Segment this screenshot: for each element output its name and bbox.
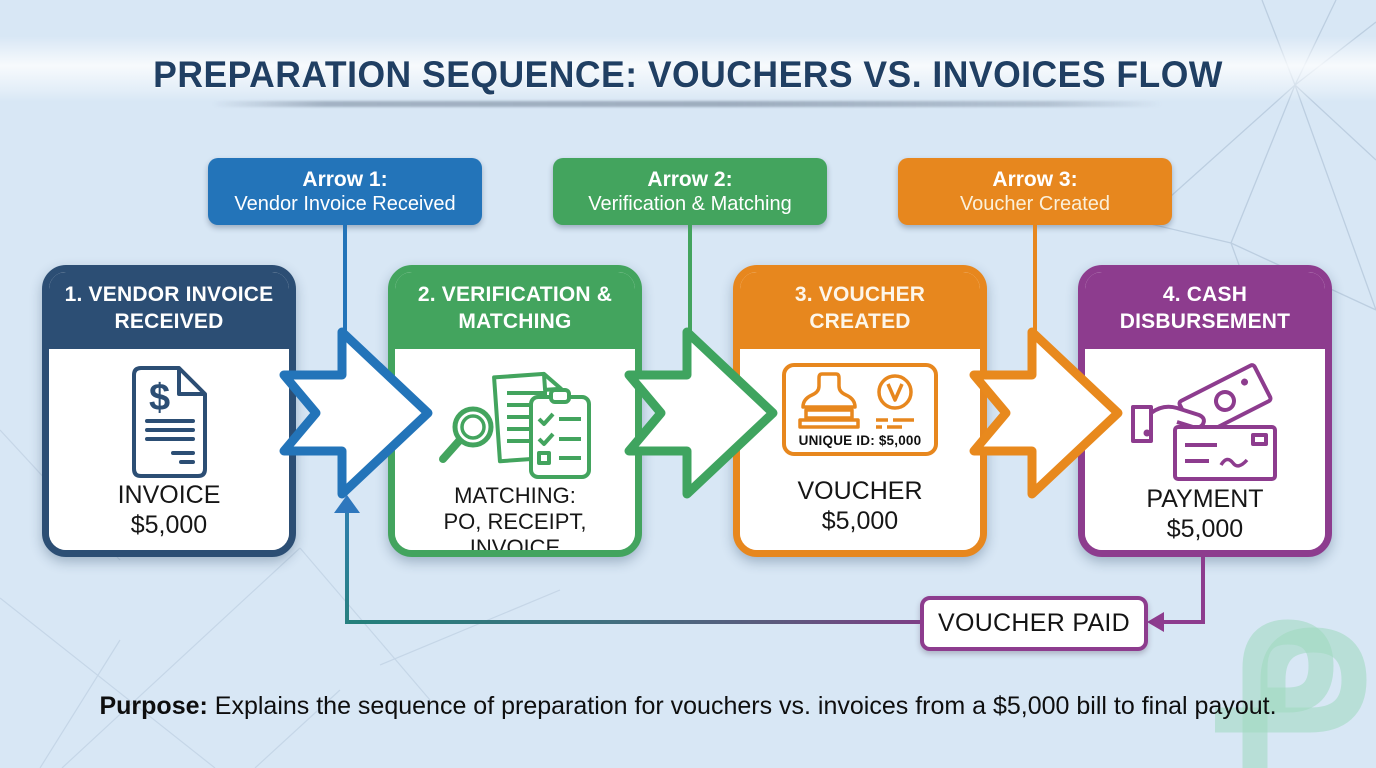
arrow3-connector-line [1033,225,1037,335]
payment-to-voucherpaid-line-vertical [1201,557,1205,622]
step2-header: 2. VERIFICATION & MATCHING [395,272,635,349]
flow-arrow-1-icon [279,327,433,499]
step4-header: 4. CASH DISBURSEMENT [1085,272,1325,349]
arrow3-label-heading: Arrow 3: [992,167,1078,191]
step-card-vendor-invoice: 1. VENDOR INVOICE RECEIVED $ INVOICE [42,265,296,557]
step1-header: 1. VENDOR INVOICE RECEIVED [49,272,289,349]
arrow3-label-text: Voucher Created [959,193,1111,216]
title-band [0,36,1376,102]
step3-label: VOUCHER $5,000 [797,477,923,535]
page-title: PREPARATION SEQUENCE: VOUCHERS VS. INVOI… [153,54,1223,95]
purpose-body: Explains the sequence of preparation for… [214,692,1277,720]
arrow2-label-heading: Arrow 2: [647,167,733,191]
step4-label: PAYMENT $5,000 [1146,485,1264,543]
arrow1-label-heading: Arrow 1: [302,167,388,191]
step1-label: INVOICE $5,000 [117,481,221,539]
step2-label: MATCHING: PO, RECEIPT, INVOICE [443,483,587,557]
feedback-loop-line-vertical [345,512,349,624]
stamp-voucher-icon: UNIQUE ID: $5,000 [782,363,938,456]
flow-arrow-2-icon [624,327,778,499]
purpose-text: Purpose: Explains the sequence of prepar… [0,692,1376,721]
voucher-paid-box: VOUCHER PAID [920,596,1148,651]
arrow3-label-box: Arrow 3: Voucher Created [898,158,1172,225]
payment-to-voucherpaid-line-horizontal [1163,620,1205,624]
svg-text:$: $ [149,377,170,419]
step3-header: 3. VOUCHER CREATED [740,272,980,349]
arrow2-connector-line [688,225,692,340]
purpose-heading: Purpose: [99,692,208,720]
voucherpaid-arrowhead-left-icon [1147,612,1164,632]
magnifier-checklist-icon [439,371,591,479]
hand-payment-icon [1131,363,1277,481]
arrow1-label-box: Arrow 1: Vendor Invoice Received [208,158,482,225]
feedback-loop-line-horizontal [347,620,920,624]
voucher-unique-id-caption: UNIQUE ID: $5,000 [798,433,922,448]
arrow1-label-text: Vendor Invoice Received [234,193,456,216]
feedback-arrowhead-up-icon [334,495,360,513]
arrow1-connector-line [343,225,347,340]
arrow2-label-text: Verification & Matching [588,193,792,216]
title-underline [212,101,1162,107]
arrow2-label-box: Arrow 2: Verification & Matching [553,158,827,225]
brand-watermark-icon [1215,619,1367,768]
flow-arrow-3-icon [969,327,1123,499]
invoice-document-icon: $ [132,366,207,478]
